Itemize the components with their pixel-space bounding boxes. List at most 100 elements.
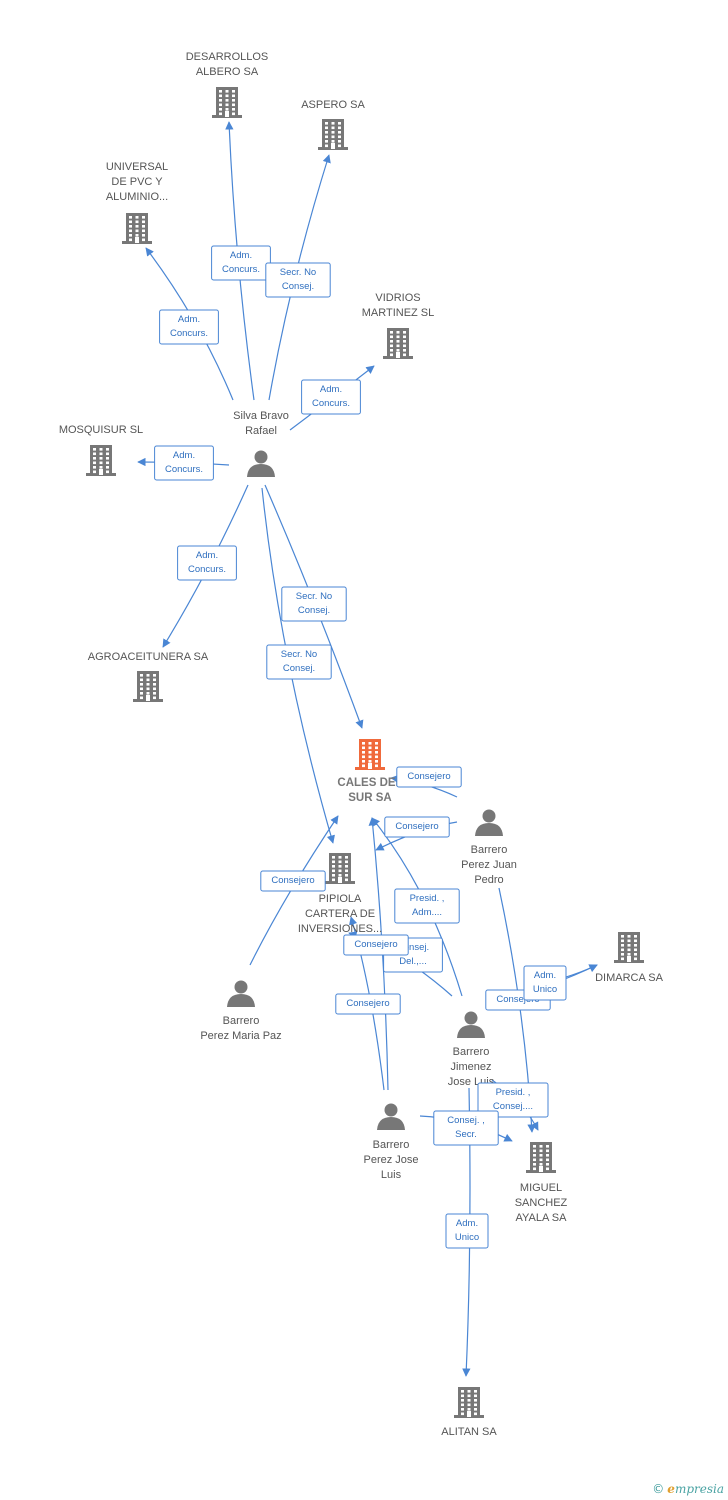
edge-label[interactable]: Consej. ,Secr. [433,1110,499,1146]
edge-label-box [265,262,331,298]
edge-label[interactable]: Adm.Unico [523,965,567,1001]
edge-label[interactable]: Consejero [335,993,401,1015]
node-label: AYALA SA [516,1212,568,1224]
node-label: AGROACEITUNERA SA [88,651,209,663]
brand-footer[interactable]: ©empresia [652,1482,724,1496]
node-label: MARTINEZ SL [362,307,435,319]
node-label: CARTERA DE [305,908,375,920]
person-icon [377,1103,405,1130]
edge-label[interactable]: Adm.Concurs. [177,545,237,581]
node-label: Luis [381,1169,402,1181]
edge-label-box [384,816,450,838]
edge-label[interactable]: Adm.Concurs. [211,245,271,281]
node-label: MIGUEL [520,1182,562,1194]
node-aspero[interactable]: ASPERO SA [301,99,365,150]
brand-name: mpresia [674,1482,724,1496]
node-label: ASPERO SA [301,99,365,111]
building-icon [355,739,385,770]
edge-label-text: Adm. [173,450,195,461]
node-label: Barrero [471,844,508,856]
edge-label-text: Consej.... [493,1101,533,1112]
edge-label-box [281,586,347,622]
node-mosquisur[interactable]: MOSQUISUR SL [59,424,143,476]
edge-barrero_mp-to-pipiola [249,815,339,966]
node-alitan[interactable]: ALITAN SA [441,1387,497,1438]
edge-label-text: Adm. [178,314,200,325]
node-miguel[interactable]: MIGUEL SANCHEZ AYALA SA [515,1142,568,1224]
edge-label[interactable]: Consejero [396,766,462,788]
edge-label-box [343,934,409,956]
node-label: DE PVC Y [111,176,163,188]
edge-label-text: Del.,... [399,956,426,967]
edge-label-text: Consej. [283,663,315,674]
edge-label[interactable]: Adm.Concurs. [154,445,214,481]
edge-label-box [523,965,567,1001]
edge-label[interactable]: Adm.Unico [445,1213,489,1249]
edge-label[interactable]: Consejero [260,870,326,892]
node-label: SANCHEZ [515,1197,568,1209]
node-universal[interactable]: UNIVERSAL DE PVC Y ALUMINIO... [106,161,168,244]
edge-label[interactable]: Secr. No Consej. [266,644,332,680]
person-icon [457,1011,485,1038]
edge-label-box [394,888,460,924]
person-icon [227,980,255,1007]
edge-label-text: Concurs. [222,264,260,275]
building-icon [454,1387,484,1418]
edge-label-box [301,379,361,415]
person-icon [475,809,503,836]
node-label: SUR SA [348,792,391,804]
node-label: ALBERO SA [196,66,259,78]
edge-label-text: Consej. [298,605,330,616]
edge-labels-layer: Adm. Concurs. Secr. No Consej. Adm. Concurs. A… [154,245,567,1249]
edge-label[interactable]: Adm.Concurs. [159,309,219,345]
node-label: Barrero [223,1015,260,1027]
edge-label-text: Consejero [346,998,389,1009]
nodes-layer: DESARROLLOS ALBERO SA ASPERO SA UNIVERSAL DE… [59,51,664,1438]
edge-label[interactable]: Consejero [343,934,409,956]
node-label: INVERSIONES... [298,923,382,935]
edge-label-text: Consej. [397,942,429,953]
node-label: Barrero [373,1139,410,1151]
node-label: UNIVERSAL [106,161,168,173]
node-label: DESARROLLOS [186,51,269,63]
edge-label-text: Adm. [320,384,342,395]
node-label: Jimenez [451,1061,492,1073]
building-icon [122,213,152,244]
edge-label-text: Presid. , [410,893,445,904]
edge-label-text: Consejero [407,771,450,782]
node-label: VIDRIOS [375,292,420,304]
building-icon [212,87,242,118]
node-desarrollos[interactable]: DESARROLLOS ALBERO SA [186,51,269,118]
edge-label[interactable]: Presid. ,Consej.... [477,1082,549,1118]
node-label: ALUMINIO... [106,191,168,203]
edge-label-text: Concurs. [312,398,350,409]
edge-label[interactable]: Consejero [384,816,450,838]
edge-label-text: Unico [455,1232,479,1243]
node-label: Silva Bravo [233,410,289,422]
edge-label-box [260,870,326,892]
building-icon [383,328,413,359]
node-label: Rafael [245,425,277,437]
edge-label-text: Secr. No [281,649,317,660]
edge-label-box [266,644,332,680]
edge-label[interactable]: Adm. Concurs. [301,379,361,415]
building-icon [526,1142,556,1173]
edge-label-box [396,766,462,788]
edge-label-box [477,1082,549,1118]
edge-label[interactable]: Presid. ,Adm.... [394,888,460,924]
node-vidrios[interactable]: VIDRIOS MARTINEZ SL [362,292,435,359]
node-agroaceitunera[interactable]: AGROACEITUNERA SA [88,651,209,702]
building-icon [318,119,348,150]
node-label: ALITAN SA [441,1426,497,1438]
node-dimarca[interactable]: DIMARCA SA [595,932,664,984]
